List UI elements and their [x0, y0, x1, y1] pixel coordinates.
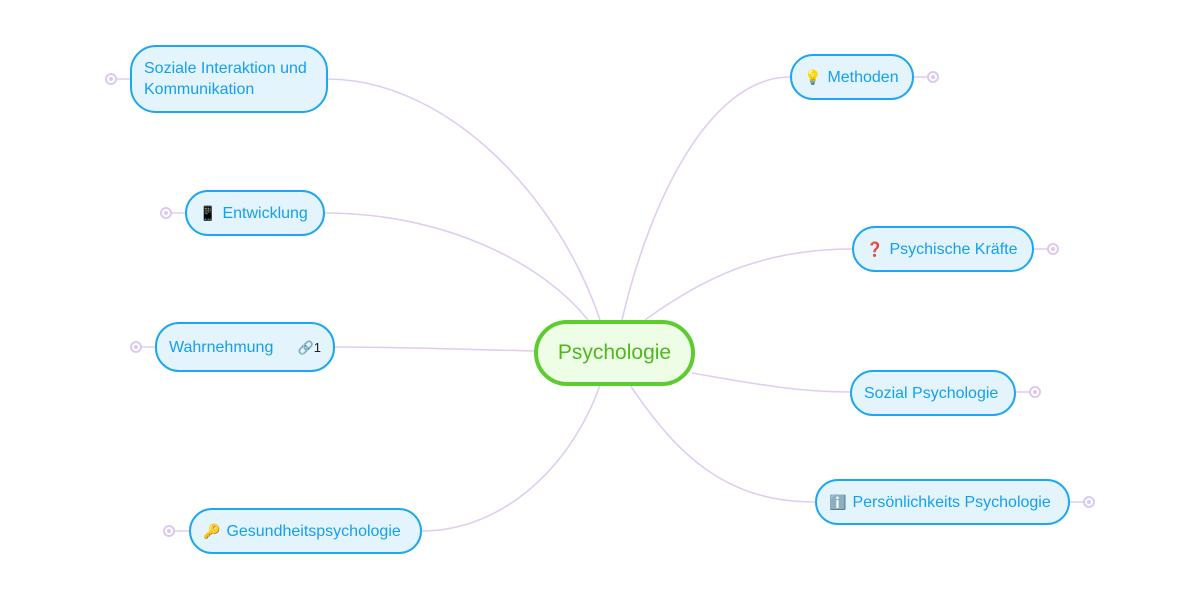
topic-entwicklung[interactable]: 📱Entwicklung [185, 190, 325, 236]
collapse-toggle[interactable] [130, 341, 142, 353]
collapse-toggle[interactable] [1083, 496, 1095, 508]
question-mark-icon: ❓ [866, 240, 884, 257]
collapse-toggle[interactable] [105, 73, 117, 85]
topic-wahrnehmung[interactable]: Wahrnehmung🔗1 [155, 322, 335, 372]
collapse-toggle[interactable] [927, 71, 939, 83]
mobile-phone-icon: 📱 [199, 204, 217, 221]
collapse-toggle[interactable] [160, 207, 172, 219]
key-icon: 🔑 [203, 522, 221, 539]
topic-sozial-psychologie[interactable]: Sozial Psychologie [850, 370, 1016, 416]
topic-psychische-kraefte[interactable]: ❓Psychische Kräfte [852, 226, 1034, 272]
topic-persoenlichkeits-psychologie[interactable]: ℹ️Persönlichkeits Psychologie [815, 479, 1070, 525]
topic-methoden[interactable]: 💡Methoden [790, 54, 914, 100]
link-icon[interactable]: 🔗1 [297, 339, 321, 355]
collapse-toggle[interactable] [1047, 243, 1059, 255]
collapse-toggle[interactable] [1029, 386, 1041, 398]
topic-soziale-interaktion[interactable]: Soziale Interaktion und Kommunikation [130, 45, 328, 113]
info-icon: ℹ️ [829, 493, 847, 510]
central-topic[interactable]: Psychologie [534, 320, 695, 386]
lightbulb-icon: 💡 [804, 68, 822, 85]
collapse-toggle[interactable] [163, 525, 175, 537]
topic-gesundheitspsychologie[interactable]: 🔑Gesundheitspsychologie [189, 508, 422, 554]
